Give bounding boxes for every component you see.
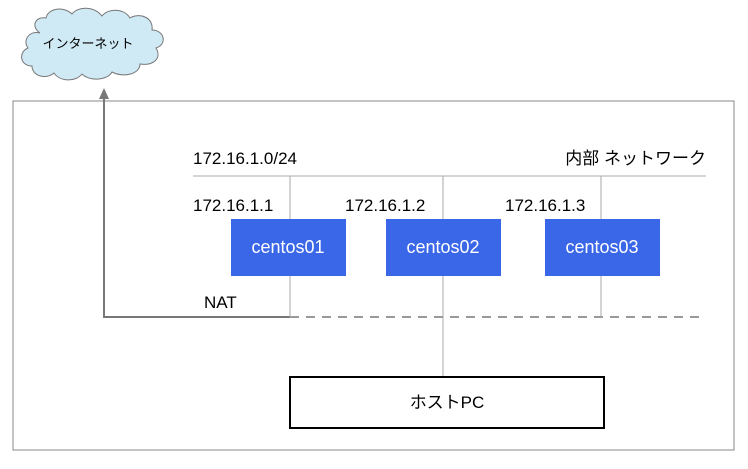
- node-box: [231, 219, 346, 276]
- subnet-label: 172.16.1.0/24: [193, 149, 297, 168]
- nat-label: NAT: [204, 293, 237, 312]
- host-pc: ホストPC: [289, 376, 605, 429]
- node-centos03: 172.16.1.3 centos03: [505, 196, 660, 276]
- node-label: centos02: [406, 237, 479, 257]
- node-label: centos03: [565, 237, 638, 257]
- node-box: [545, 219, 660, 276]
- node-centos02: 172.16.1.2 centos02: [345, 196, 501, 276]
- nat-arrow-head: [99, 88, 109, 99]
- network-name-label: 内部 ネットワーク: [565, 149, 706, 168]
- node-label: centos01: [251, 237, 324, 257]
- cloud-label: インターネット: [42, 36, 133, 51]
- nat-uplink-line: [103, 96, 290, 318]
- host-pc-label: ホストPC: [410, 393, 485, 412]
- node-ip: 172.16.1.1: [193, 196, 273, 215]
- internet-cloud: インターネット: [21, 7, 164, 81]
- node-ip: 172.16.1.3: [505, 196, 585, 215]
- cloud-shape: [21, 7, 164, 81]
- node-centos01: 172.16.1.1 centos01: [193, 196, 346, 276]
- host-pc-box: [289, 376, 605, 429]
- outer-frame: [12, 100, 735, 451]
- node-box: [386, 219, 501, 276]
- node-ip: 172.16.1.2: [345, 196, 425, 215]
